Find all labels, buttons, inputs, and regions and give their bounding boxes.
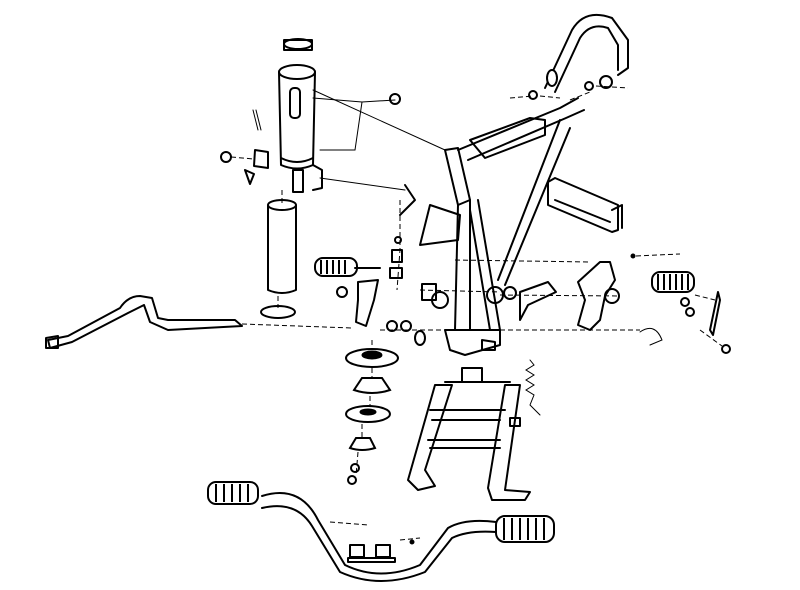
- stand-spring: [525, 359, 541, 416]
- footrest-bracket: [503, 253, 681, 346]
- brake-pedal: [45, 295, 353, 349]
- rear-footrest-left: [314, 257, 437, 327]
- rear-grab-bar: [509, 14, 629, 101]
- handlebar: [261, 492, 497, 582]
- rear-footrest-right: [651, 271, 731, 354]
- leader-lines: [312, 89, 446, 291]
- center-stand: [407, 367, 531, 501]
- head-bearing-cone: [345, 340, 392, 485]
- battery-box-bracket: [547, 177, 623, 233]
- steering-stem: [260, 190, 297, 319]
- frame: [380, 97, 640, 356]
- steering-stem-tube: [220, 38, 323, 193]
- handle-grip-left: [207, 481, 259, 505]
- handle-grip-right: [495, 515, 555, 543]
- head-bearing-race: [345, 236, 426, 368]
